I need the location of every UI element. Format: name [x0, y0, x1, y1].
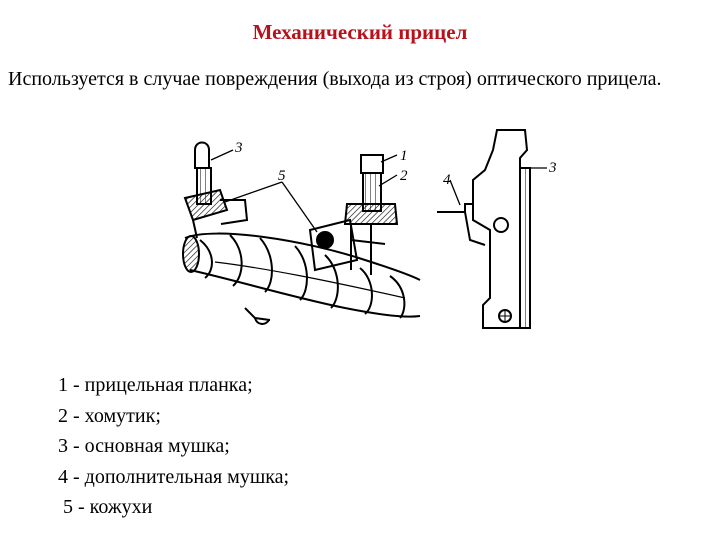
slide-title: Механический прицел — [252, 20, 468, 44]
callout-1: 1 — [400, 148, 408, 164]
callout-3-rear: 3 — [234, 140, 243, 156]
legend-item: 2 - хомутик; — [58, 404, 161, 427]
legend-list: 1 - прицельная планка; 2 - хомутик; 3 - … — [58, 370, 289, 523]
callout-3-side: 3 — [548, 160, 557, 176]
launcher-tube — [182, 232, 421, 325]
front-sight — [308, 154, 399, 275]
rear-sight — [183, 141, 249, 239]
callout-5: 5 — [278, 168, 286, 184]
callout-4: 4 — [443, 172, 451, 188]
intro-text: Используется в случае повреждения (выход… — [8, 68, 662, 90]
legend-item: 1 - прицельная планка; — [58, 374, 253, 396]
legend-item: 3 - основная мушка; — [58, 435, 230, 457]
leader-lines — [210, 149, 398, 233]
callout-2: 2 — [400, 168, 408, 184]
legend-item: 5 - кожухи — [58, 496, 153, 518]
callout-labels: 3 5 1 2 4 3 — [234, 140, 557, 188]
sight-side-view — [437, 129, 547, 329]
sight-drawing: 3 5 1 2 4 3 — [182, 129, 557, 329]
legend-item: 4 - дополнительная мушка; — [58, 465, 290, 488]
